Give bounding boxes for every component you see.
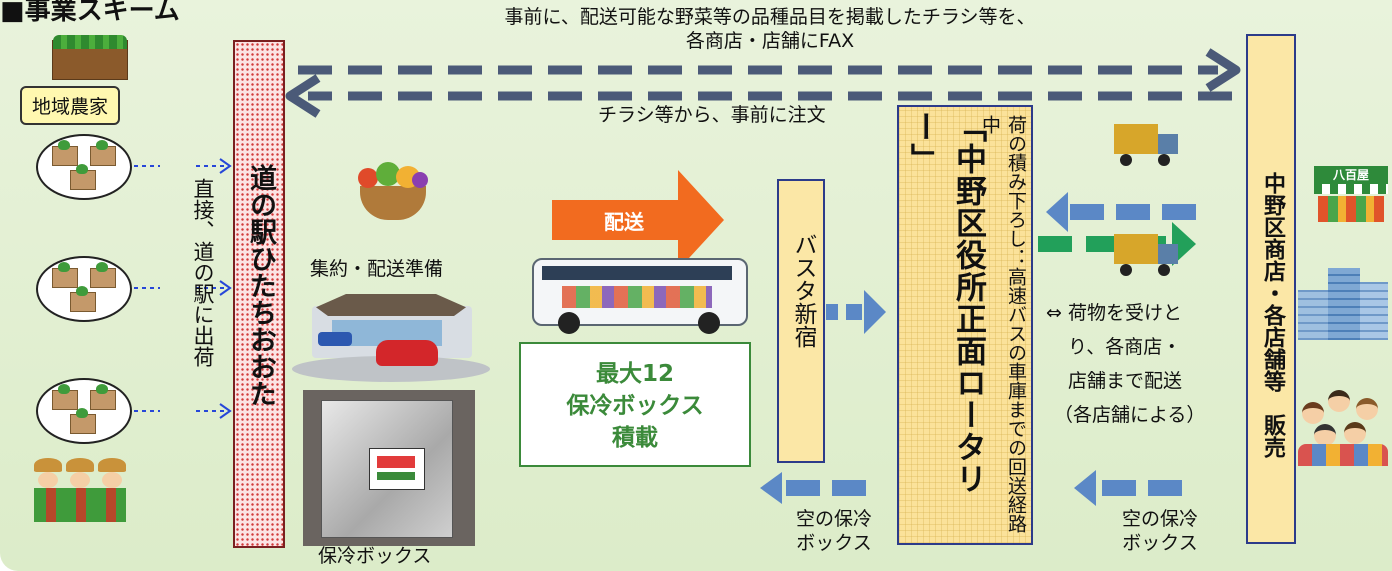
empty-box-left-label: 空の保冷 ボックス	[796, 508, 872, 556]
delivery-arrow	[552, 170, 724, 270]
receive-note-line-1: ⇔ 荷物を受けと	[1046, 302, 1182, 324]
buildings-icon	[1298, 268, 1388, 340]
unload-note: 荷の積み下ろし：高速バスの車庫までの回送経路中	[979, 115, 1027, 533]
empty-box-right-line-2: ボックス	[1122, 531, 1198, 554]
farmers-label: 地域農家	[20, 86, 121, 125]
truck-icon	[1114, 122, 1178, 172]
michinoeki-label: 道の駅ひたちおおた	[245, 164, 276, 407]
empty-box-arrow-left	[760, 472, 866, 504]
order-arrow-head	[285, 74, 321, 118]
farm-arrows	[134, 158, 232, 419]
basta-label: バスタ新宿	[790, 233, 816, 348]
station-building-icon	[292, 286, 490, 382]
truck-icon	[1114, 232, 1178, 282]
customers-icon	[1298, 388, 1388, 466]
empty-box-right-line-1: 空の保冷	[1122, 508, 1199, 530]
cooler-box-photo	[303, 390, 475, 546]
receive-note: ⇔ 荷物を受けと り、各商店・ 店舗まで配送 （各店舗による）	[1046, 296, 1205, 432]
farmers-icon	[34, 458, 126, 522]
rotary-label: 「中野区役所正面ロータリー」	[905, 111, 986, 495]
vegetable-basket-icon	[352, 160, 432, 222]
fax-arrow-head	[1205, 48, 1241, 92]
farm-field-icon	[36, 256, 132, 322]
empty-box-left-line-1: 空の保冷	[796, 508, 873, 530]
rotary-box: 「中野区役所正面ロータリー」 荷の積み下ろし：高速バスの車庫までの回送経路中	[897, 105, 1033, 545]
receive-note-line-3: 店舗まで配送	[1068, 370, 1183, 392]
delivery-label: 配送	[604, 210, 644, 234]
return-arrow-top	[1046, 192, 1196, 232]
max-load-line-3: 積載	[612, 425, 658, 452]
max-load-line-1: 最大12	[595, 361, 674, 387]
receive-note-line-4: （各店舗による）	[1054, 404, 1206, 426]
bus-icon	[522, 250, 750, 336]
michinoeki-box: 道の駅ひたちおおた	[233, 40, 285, 548]
receive-note-line-2: り、各商店・	[1068, 336, 1182, 358]
basta-to-rotary-arrow	[826, 290, 886, 334]
direct-ship-note: 直接、道の駅に出荷	[191, 178, 215, 367]
farm-field-icon	[36, 134, 132, 200]
fax-note-line-2: 各商店・店舗にFAX	[685, 29, 855, 52]
max-load-line-2: 保冷ボックス	[566, 393, 704, 420]
collect-prepare-label: 集約・配送準備	[310, 258, 444, 280]
empty-box-right-label: 空の保冷 ボックス	[1122, 508, 1198, 556]
greengrocer-icon: 八百屋	[1314, 166, 1388, 222]
fax-note: 事前に、配送可能な野菜等の品種品目を掲載したチラシ等を、 各商店・店舗にFAX	[380, 6, 1160, 54]
cooler-box-label: 保冷ボックス	[318, 545, 432, 567]
empty-box-left-line-2: ボックス	[796, 531, 872, 554]
basta-box: バスタ新宿	[777, 179, 825, 463]
order-note: チラシ等から、事前に注文	[598, 104, 826, 126]
farm-field-icon	[36, 378, 132, 444]
page-title: ■事業スキーム	[0, 0, 180, 26]
shops-label: 中野区商店・各店舗等 販売	[1260, 172, 1285, 458]
field-icon	[52, 35, 128, 80]
shop-sign: 八百屋	[1314, 166, 1388, 184]
fax-note-line-1: 事前に、配送可能な野菜等の品種品目を掲載したチラシ等を、	[504, 6, 1036, 28]
empty-box-arrow-right	[1074, 470, 1182, 506]
max-load-box: 最大12 保冷ボックス 積載	[519, 342, 751, 467]
shops-box: 中野区商店・各店舗等 販売	[1246, 34, 1296, 544]
